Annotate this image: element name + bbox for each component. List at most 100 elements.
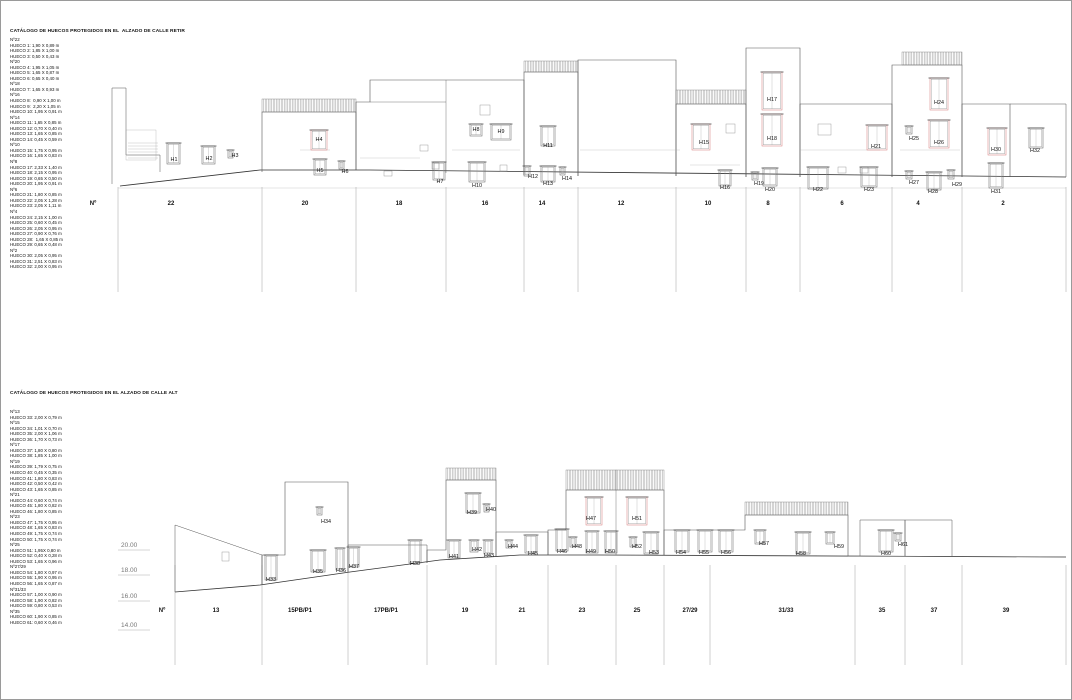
bottom-list-line: HUECO 37: 1,80 X 0,80 m — [10, 447, 62, 453]
hueco-label: H57 — [759, 541, 769, 547]
hueco-label: H16 — [720, 185, 730, 191]
hueco-label: H1 — [171, 157, 178, 163]
street-number: 4 — [916, 201, 920, 207]
top-list-line: Nº8 — [10, 159, 18, 165]
bottom-list-line: Nº25 — [10, 542, 20, 548]
roof-hatch — [565, 469, 617, 491]
hueco-label: H7 — [437, 179, 444, 185]
bottom-list-line: HUECO 56: 1,65 X 0,87 m — [10, 580, 62, 586]
top-list-line: HUECO 25: 0,60 X 0,45 m — [10, 220, 62, 226]
top-list-line: HUECO 28: 1,65 X 0,85 m — [10, 236, 63, 242]
street-number: 23 — [579, 608, 586, 614]
street-number: 31/33 — [778, 608, 794, 614]
bottom-list-line: Nº31/33 — [10, 586, 26, 592]
bottom-list-line: HUECO 39: 1,79 X 0,75 m — [10, 464, 62, 470]
bottom-list-line: HUECO 52: 0,40 X 0,28 m — [10, 553, 62, 559]
hueco-label: H9 — [498, 129, 505, 135]
facade-detail — [221, 551, 230, 562]
bottom-list-line: HUECO 42: 0,50 X 0,42 m — [10, 481, 62, 487]
street-number-prefix: Nº — [159, 608, 166, 614]
bottom-list-line: HUECO 45: 1,80 X 0,82 m — [10, 503, 62, 509]
facade-outline — [495, 531, 549, 557]
hueco-label: H18 — [767, 136, 777, 142]
hueco-label: H12 — [528, 174, 538, 180]
facade-outline — [125, 129, 157, 161]
bottom-list-line: HUECO 51: 1,95X 0,80 m — [10, 547, 61, 553]
bottom-list-line: HUECO 60: 1,90 X 0,85 m — [10, 614, 62, 620]
top-list-line: HUECO 16: 1,65 X 0,83 m — [10, 153, 62, 159]
facade-detail — [419, 144, 429, 152]
hueco-label: H33 — [266, 577, 276, 583]
street-ground-line — [119, 169, 1067, 187]
top-list-line: Nº18 — [10, 81, 20, 87]
facade-detail — [837, 166, 847, 174]
street-number: 21 — [519, 608, 526, 614]
street-number: 25 — [634, 608, 641, 614]
top-list-line: HUECO 31: 2,51 X 0,83 m — [10, 258, 62, 264]
top-list-line: HUECO 3: 0,50 X 0,43 m — [10, 53, 60, 59]
street-number: 15PB/P1 — [288, 608, 313, 614]
top-list-line: Nº14 — [10, 114, 20, 120]
street-number-prefix: Nº — [90, 201, 97, 207]
hueco-label: H59 — [834, 544, 844, 550]
top-list-line: HUECO 19: 0,65 X 0,50 m — [10, 175, 62, 181]
hueco-label: H46 — [557, 549, 567, 555]
hueco-label: H19 — [754, 181, 764, 187]
facade-outline — [961, 103, 1011, 177]
facade-outline — [904, 519, 953, 557]
hueco-label: H4 — [316, 137, 323, 143]
top-list-line: HUECO 5: 1,65 X 0,87 m — [10, 70, 60, 76]
street-number: 22 — [168, 201, 175, 207]
bottom-list-line: HUECO 54: 1,80 X 0,97 m — [10, 569, 62, 575]
bottom-list-line: HUECO 57: 1,00 X 0,90 m — [10, 592, 62, 598]
top-list-line: HUECO 21: 1,80 X 0,85 m — [10, 192, 62, 198]
roof-hatch — [445, 467, 497, 481]
bottom-list-line: HUECO 49: 1,75 X 0,74 m — [10, 531, 62, 537]
bottom-list-line: HUECO 44: 0,60 X 0,74 m — [10, 497, 62, 503]
street-ground-line — [174, 554, 1067, 593]
bottom-list-line: Nº17 — [10, 442, 20, 448]
bottom-list-line: Nº35 — [10, 608, 20, 614]
bottom-list-line: HUECO 48: 1,65 X 0,83 m — [10, 525, 62, 531]
facade-detail — [499, 164, 508, 172]
top-list-line: Nº10 — [10, 142, 20, 148]
hueco-label: H23 — [864, 187, 874, 193]
street-number: 35 — [879, 608, 886, 614]
hueco-label: H30 — [991, 147, 1001, 153]
hueco-label: H28 — [928, 189, 938, 195]
street-number: 20 — [302, 201, 309, 207]
hueco-label: H5 — [317, 168, 324, 174]
facade-detail — [383, 170, 393, 177]
hueco-label: H29 — [952, 182, 962, 188]
hueco-label: H14 — [562, 176, 572, 182]
top-list-line: HUECO 24: 2,15 X 1,00 m — [10, 214, 62, 220]
bottom-list-line: HUECO 40: 0,45 X 0,35 m — [10, 470, 62, 476]
top-list-line: HUECO 11: 1,65 X 0,85 m — [10, 120, 62, 126]
bottom-list-line: Nº21 — [10, 492, 20, 498]
bottom-list-line: Nº19 — [10, 458, 20, 464]
bottom-list-line: HUECO 43: 1,65 X 0,85 m — [10, 486, 62, 492]
hueco-label: H32 — [1030, 148, 1040, 154]
hueco-label: H54 — [676, 550, 686, 556]
hueco-label: H61 — [898, 542, 908, 548]
bottom-list-line: Nº23 — [10, 514, 20, 520]
hueco-label: H34 — [321, 519, 331, 525]
top-list-line: HUECO 30: 2,05 X 0,95 m — [10, 253, 62, 259]
hueco-label: H49 — [586, 549, 596, 555]
bottom-list-line: HUECO 55: 1,90 X 0,95 m — [10, 575, 62, 581]
top-list-line: Nº16 — [10, 92, 20, 98]
level-marker: 18.00 — [121, 567, 138, 574]
top-list-line: HUECO 6: 0,65 X 0,40 m — [10, 75, 60, 81]
hueco-label: H22 — [813, 187, 823, 193]
top-list-line: HUECO 17: 2,33 X 1,40 m — [10, 164, 62, 170]
hueco-label: H27 — [909, 180, 919, 186]
top-list-line: HUECO 32: 2,00 X 0,95 m — [10, 264, 62, 270]
street-number: 6 — [840, 201, 844, 207]
street-number: 13 — [213, 608, 220, 614]
hueco-label: H26 — [934, 140, 944, 146]
hueco-label: H42 — [472, 547, 482, 553]
bottom-list-line: Nº27/29 — [10, 564, 26, 570]
street-number: 17PB/P1 — [374, 608, 399, 614]
